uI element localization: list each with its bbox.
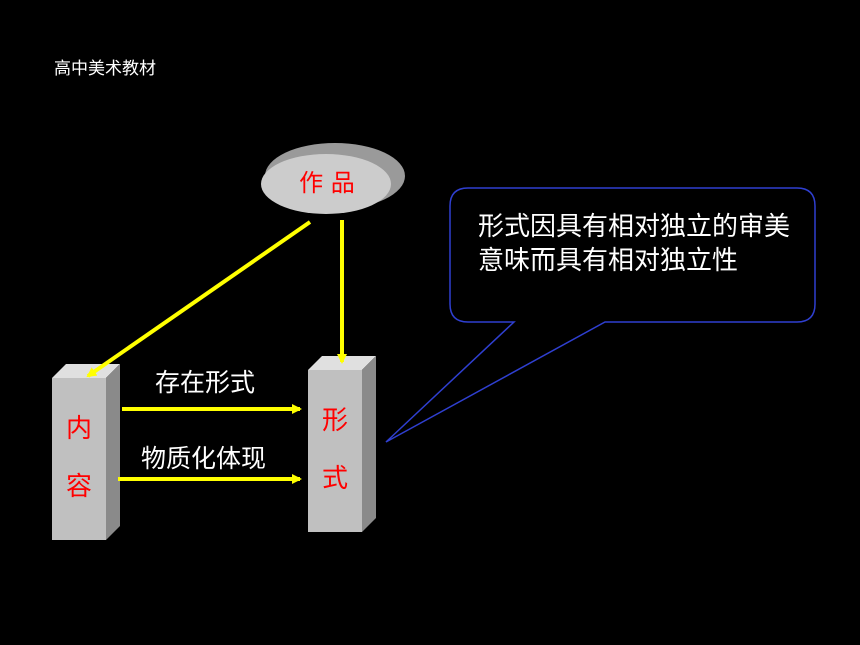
content-block-face <box>52 378 106 540</box>
form-label: 形 式 <box>321 406 348 494</box>
callout-text: 形式因具有相对独立的审美意味而具有相对独立性 <box>478 212 791 276</box>
callout-bubble <box>385 187 816 443</box>
form-block <box>308 356 376 532</box>
arrow-label-existence-form: 存在形式 <box>155 368 256 397</box>
work-node <box>261 143 405 214</box>
content-block-side <box>106 364 120 540</box>
work-node-face <box>261 154 391 214</box>
header-text: 高中美术教材 <box>54 59 156 79</box>
form-block-face <box>308 370 362 532</box>
arrow-work-to-content <box>86 220 312 378</box>
content-label: 内 容 <box>65 414 92 502</box>
arrow-label-material-embodiment: 物质化体现 <box>141 444 267 473</box>
work-label: 作 品 <box>299 169 355 197</box>
form-block-side <box>362 356 376 532</box>
content-block <box>52 364 120 540</box>
